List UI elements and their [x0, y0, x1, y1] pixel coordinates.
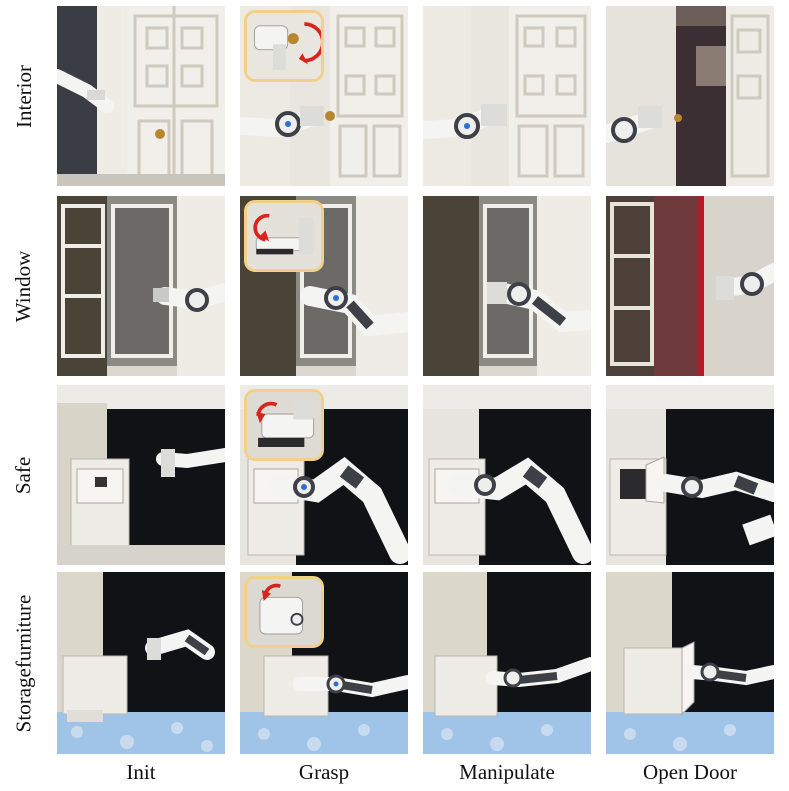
grasp-detail-inset: [244, 10, 324, 82]
photo-storagefurniture-manipulate: [423, 572, 591, 754]
row-label-interior: Interior: [11, 64, 36, 128]
photo-window-init: [57, 196, 225, 376]
row-label-safe: Safe: [11, 456, 36, 494]
col-label-manipulate: Manipulate: [459, 760, 555, 784]
photo-safe-init: [57, 385, 225, 565]
photo-storagefurniture-init: [57, 572, 225, 754]
photo-safe-open-door: [606, 385, 774, 565]
row-label-window: Window: [11, 250, 36, 322]
photo-interior-manipulate: [423, 6, 591, 186]
col-label-open-door: Open Door: [643, 760, 737, 784]
photo-safe-manipulate: [423, 385, 591, 565]
photo-storagefurniture-open-door: [606, 572, 774, 754]
photo-safe-grasp: [240, 385, 408, 565]
photo-window-manipulate: [423, 196, 591, 376]
col-label-grasp: Grasp: [298, 760, 350, 784]
photo-storagefurniture-grasp: [240, 572, 408, 754]
photo-interior-grasp: [240, 6, 408, 186]
photo-window-grasp: [240, 196, 408, 376]
col-label-init: Init: [126, 760, 156, 784]
photo-interior-init: [57, 6, 225, 186]
grasp-detail-inset: [244, 200, 324, 272]
row-label-storagefurniture: Storagefurniture: [11, 594, 36, 732]
photo-interior-open-door: [606, 6, 774, 186]
photo-window-open-door: [606, 196, 774, 376]
grasp-detail-inset: [244, 389, 324, 461]
grasp-detail-inset: [244, 576, 324, 648]
